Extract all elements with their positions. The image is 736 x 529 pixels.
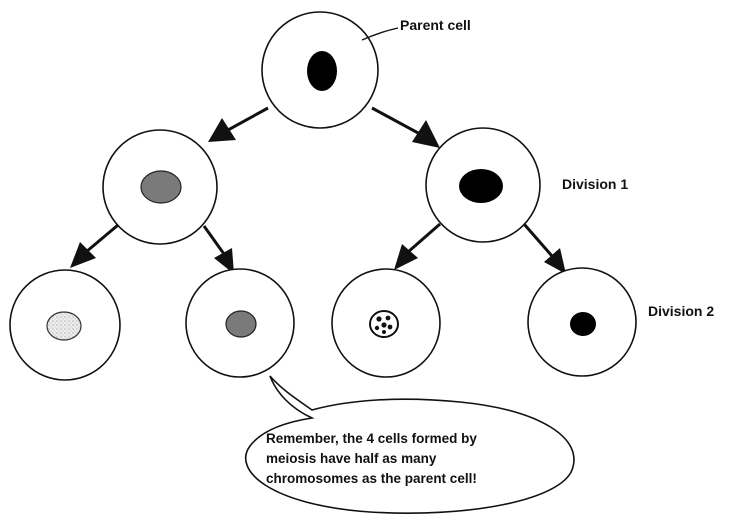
- division-2-cell-2-nucleus: [225, 310, 257, 338]
- division-2-label: Division 2: [648, 303, 714, 319]
- arrow-right-to-center-right: [394, 222, 441, 270]
- arrow-left-to-far-left: [70, 223, 119, 268]
- arrow-left-to-center-left: [202, 225, 234, 274]
- division-2-cell-2: [185, 268, 295, 378]
- parent-cell-label-pointer: [361, 27, 399, 41]
- parent-cell-nucleus: [307, 51, 337, 91]
- callout-line-2: meiosis have half as many: [266, 451, 437, 466]
- division-2-cell-3-chromatin: [374, 315, 393, 334]
- arrow-right-to-far-right: [522, 223, 566, 274]
- callout-line-3: chromosomes as the parent cell!: [266, 471, 477, 486]
- callout-bubble: [244, 375, 575, 514]
- division-2-cell-1-nucleus: [46, 311, 82, 341]
- division-2-cell-1: [9, 269, 121, 381]
- division-1-right-cell-nucleus: [459, 169, 503, 203]
- division-2-cell-4-nucleus: [570, 312, 596, 336]
- division-2-cell-4: [527, 267, 637, 377]
- division-1-label: Division 1: [562, 176, 628, 192]
- parent-cell: [261, 11, 379, 129]
- division-1-left-cell: [102, 129, 218, 245]
- callout-line-1: Remember, the 4 cells formed by: [266, 431, 477, 446]
- division-1-right-cell: [425, 127, 541, 243]
- arrow-parent-to-left: [208, 106, 269, 142]
- division-2-cell-3: [331, 268, 441, 378]
- arrow-parent-to-right: [371, 106, 440, 148]
- parent-cell-label: Parent cell: [400, 17, 471, 33]
- division-1-left-cell-nucleus: [140, 170, 182, 204]
